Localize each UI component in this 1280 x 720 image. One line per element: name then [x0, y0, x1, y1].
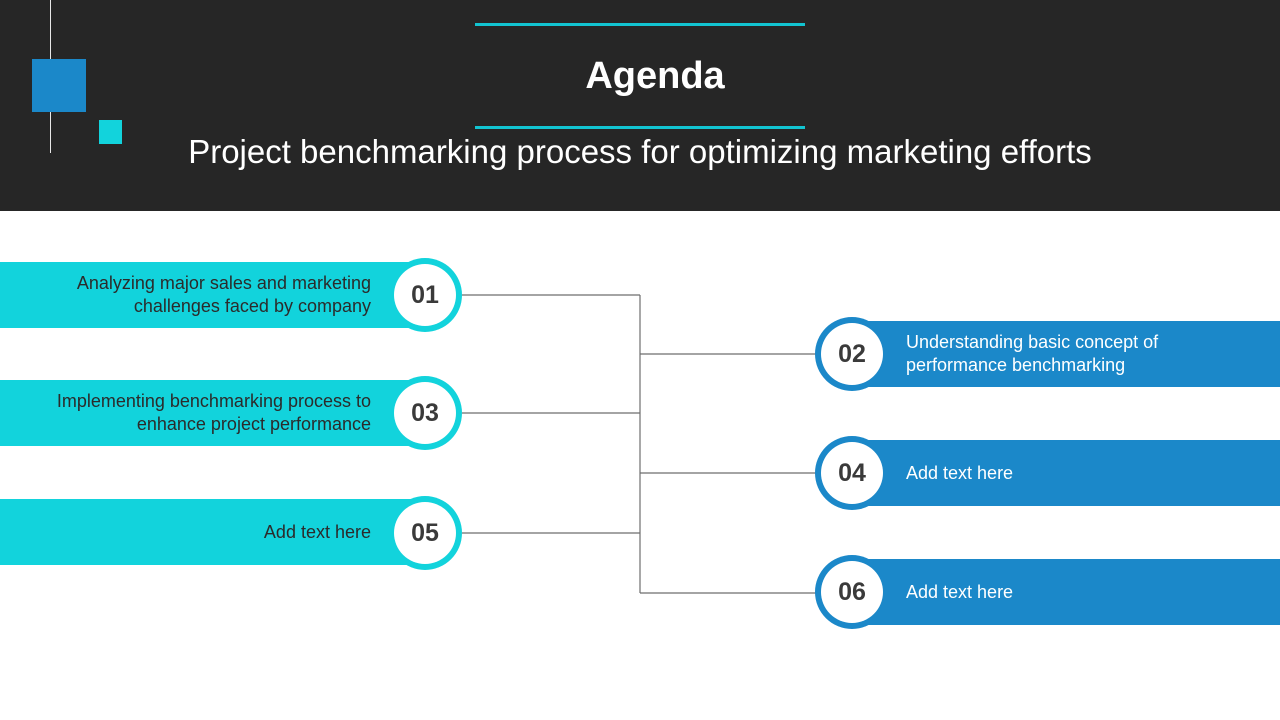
decorative-square-blue — [32, 59, 86, 112]
agenda-number-badge-03: 03 — [388, 376, 462, 450]
agenda-item-01: Analyzing major sales and marketing chal… — [0, 262, 425, 328]
agenda-item-03: Implementing benchmarking process to enh… — [0, 380, 425, 446]
agenda-item-05: Add text here — [0, 499, 425, 565]
title-rule-bottom — [475, 126, 805, 129]
agenda-item-02: Understanding basic concept of performan… — [852, 321, 1280, 387]
agenda-number-badge-01: 01 — [388, 258, 462, 332]
decorative-square-cyan — [99, 120, 122, 144]
agenda-item-06: Add text here — [852, 559, 1280, 625]
page-title: Agenda — [585, 55, 725, 97]
title-rule-top — [475, 23, 805, 26]
agenda-number-badge-05: 05 — [388, 496, 462, 570]
page-subtitle: Project benchmarking process for optimiz… — [188, 133, 1092, 170]
agenda-item-01-text: Analyzing major sales and marketing chal… — [76, 273, 371, 316]
agenda-number-badge-06: 06 — [815, 555, 889, 629]
agenda-item-06-text: Add text here — [906, 581, 1014, 602]
agenda-item-02-text: Understanding basic concept of performan… — [906, 332, 1159, 375]
header-banner: Agenda Project benchmarking process for … — [0, 0, 1280, 211]
agenda-item-04-text: Add text here — [906, 462, 1014, 483]
agenda-number-badge-04: 04 — [815, 436, 889, 510]
agenda-item-04: Add text here — [852, 440, 1280, 506]
agenda-number-badge-02: 02 — [815, 317, 889, 391]
agenda-item-05-text: Add text here — [263, 521, 371, 542]
agenda-item-03-text: Implementing benchmarking process to enh… — [56, 391, 371, 434]
